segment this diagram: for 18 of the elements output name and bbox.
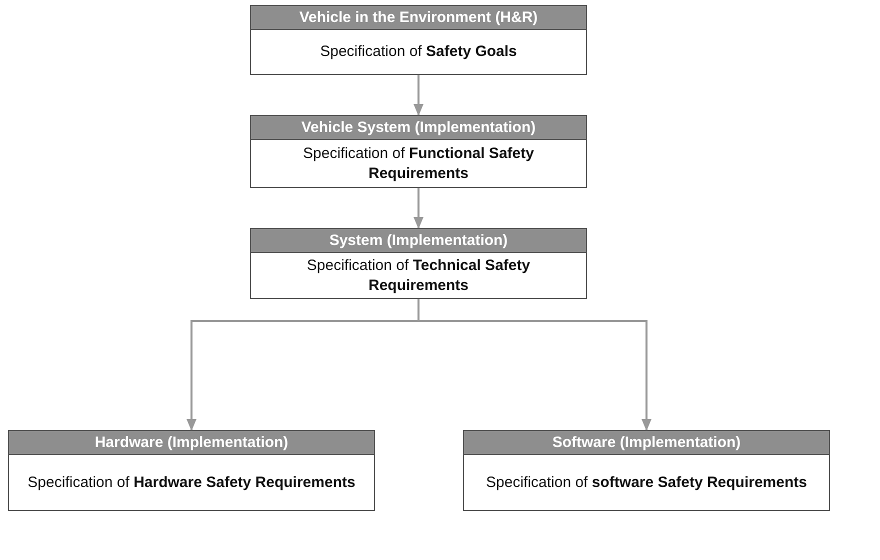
box-text: Specification of Safety Goals — [320, 42, 517, 62]
specification-box — [250, 228, 587, 299]
arrow — [414, 75, 424, 116]
box-text: Specification of software Safety Requirements — [486, 472, 807, 492]
box-text: Specification of Technical Safety Requirements — [306, 256, 532, 296]
specification-box — [463, 430, 830, 511]
box-text: Specification of Functional Safety Requirements — [302, 144, 535, 184]
box-heading: Vehicle System (Implementation) — [251, 116, 586, 140]
box-text: Specification of Hardware Safety Requirements — [28, 472, 356, 492]
box-heading: Hardware (Implementation) — [9, 431, 374, 455]
specification-box — [250, 5, 587, 75]
specification-box — [250, 115, 587, 188]
box-heading: Software (Implementation) — [464, 431, 829, 455]
box-heading: Vehicle in the Environment (H&R) — [251, 6, 586, 30]
arrow — [414, 188, 424, 229]
arrow — [418, 299, 652, 431]
box-heading: System (Implementation) — [251, 229, 586, 253]
specification-box — [8, 430, 375, 511]
